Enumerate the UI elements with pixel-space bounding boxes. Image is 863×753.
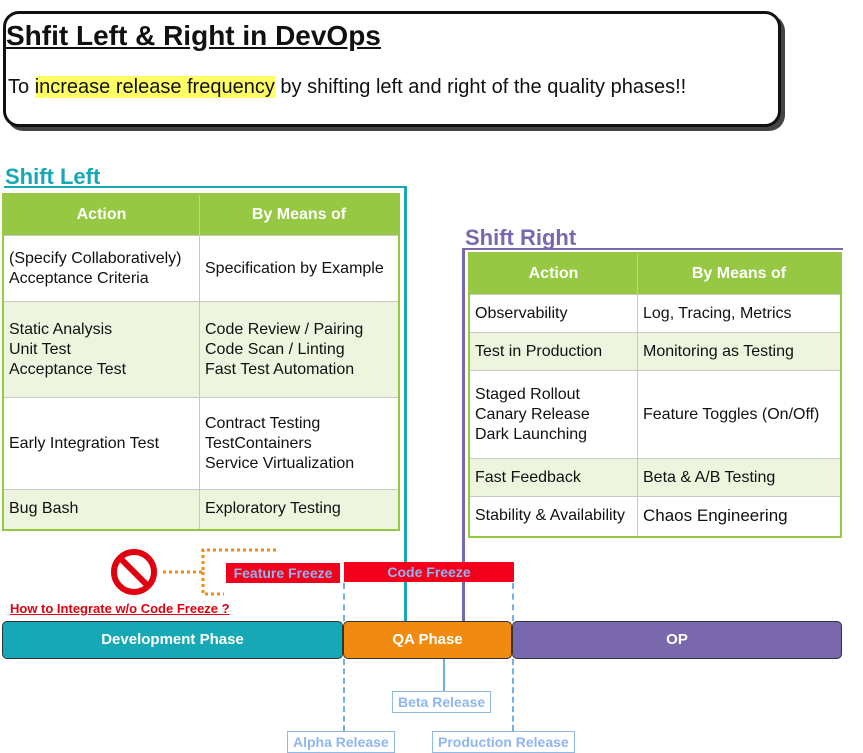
shift-right-table: Action By Means of Observability Log, Tr…: [468, 252, 842, 538]
page-title: Shfit Left & Right in DevOps: [6, 20, 381, 51]
shift-right-rule: [463, 248, 843, 250]
means-cell: Chaos Engineering: [637, 496, 842, 537]
no-entry-icon: [111, 548, 276, 596]
alpha-release-dash: [343, 659, 345, 731]
column-header-action: Action: [468, 252, 638, 295]
shift-left-title: Shift Left: [5, 164, 101, 189]
action-cell: (Specify Collaboratively)Acceptance Crit…: [2, 235, 200, 302]
feature-freeze-label: Feature Freeze: [226, 563, 340, 583]
shift-left-rule: [4, 186, 406, 188]
subtitle-suffix: by shifting left and right of the qualit…: [274, 76, 687, 98]
production-release-label: Production Release: [432, 731, 575, 753]
table-row: Test in Production Monitoring as Testing: [468, 332, 842, 371]
table-row: Stability & Availability Chaos Engineeri…: [468, 496, 842, 537]
integrate-question-link[interactable]: How to Integrate w/o Code Freeze ?: [10, 601, 230, 616]
page-subtitle: To increase release frequency by shiftin…: [8, 76, 686, 99]
action-cell: Early Integration Test: [2, 397, 200, 490]
table-row: Bug Bash Exploratory Testing: [2, 489, 400, 530]
action-cell: Test in Production: [468, 332, 638, 371]
means-cell: Exploratory Testing: [199, 489, 400, 530]
table-row: Observability Log, Tracing, Metrics: [468, 294, 842, 333]
column-header-means: By Means of: [637, 252, 842, 295]
shift-left-table: Action By Means of (Specify Collaborativ…: [2, 193, 400, 531]
subtitle-highlight: increase release frequency: [34, 76, 275, 98]
column-header-means: By Means of: [199, 193, 400, 236]
action-cell: Observability: [468, 294, 638, 333]
op-phase-bar: OP: [512, 621, 842, 659]
subtitle-prefix: To: [8, 76, 35, 98]
table-row: Fast Feedback Beta & A/B Testing: [468, 458, 842, 497]
alpha-release-label: Alpha Release: [287, 731, 395, 753]
means-cell: Beta & A/B Testing: [637, 458, 842, 497]
action-cell: Bug Bash: [2, 489, 200, 530]
beta-release-label: Beta Release: [392, 691, 492, 713]
header-card: [3, 11, 781, 127]
shift-right-title: Shift Right: [465, 225, 577, 250]
qa-phase-bar: QA Phase: [343, 621, 512, 659]
beta-release-line: [443, 659, 445, 691]
development-phase-bar: Development Phase: [2, 621, 343, 659]
table-row: (Specify Collaboratively)Acceptance Crit…: [2, 235, 400, 302]
shift-left-guide-line: [404, 186, 407, 621]
means-cell: Log, Tracing, Metrics: [637, 294, 842, 333]
column-header-action: Action: [2, 193, 200, 236]
means-cell: Monitoring as Testing: [637, 332, 842, 371]
action-cell: Fast Feedback: [468, 458, 638, 497]
shift-right-guide-line: [462, 248, 465, 621]
qa-start-dash-top: [343, 583, 345, 621]
means-cell: Feature Toggles (On/Off): [637, 370, 842, 459]
code-freeze-label: Code Freeze: [344, 562, 514, 582]
means-cell: Specification by Example: [199, 235, 400, 302]
action-cell: Stability & Availability: [468, 496, 638, 537]
qa-end-dash-top: [512, 583, 514, 621]
production-release-dash: [512, 659, 514, 731]
